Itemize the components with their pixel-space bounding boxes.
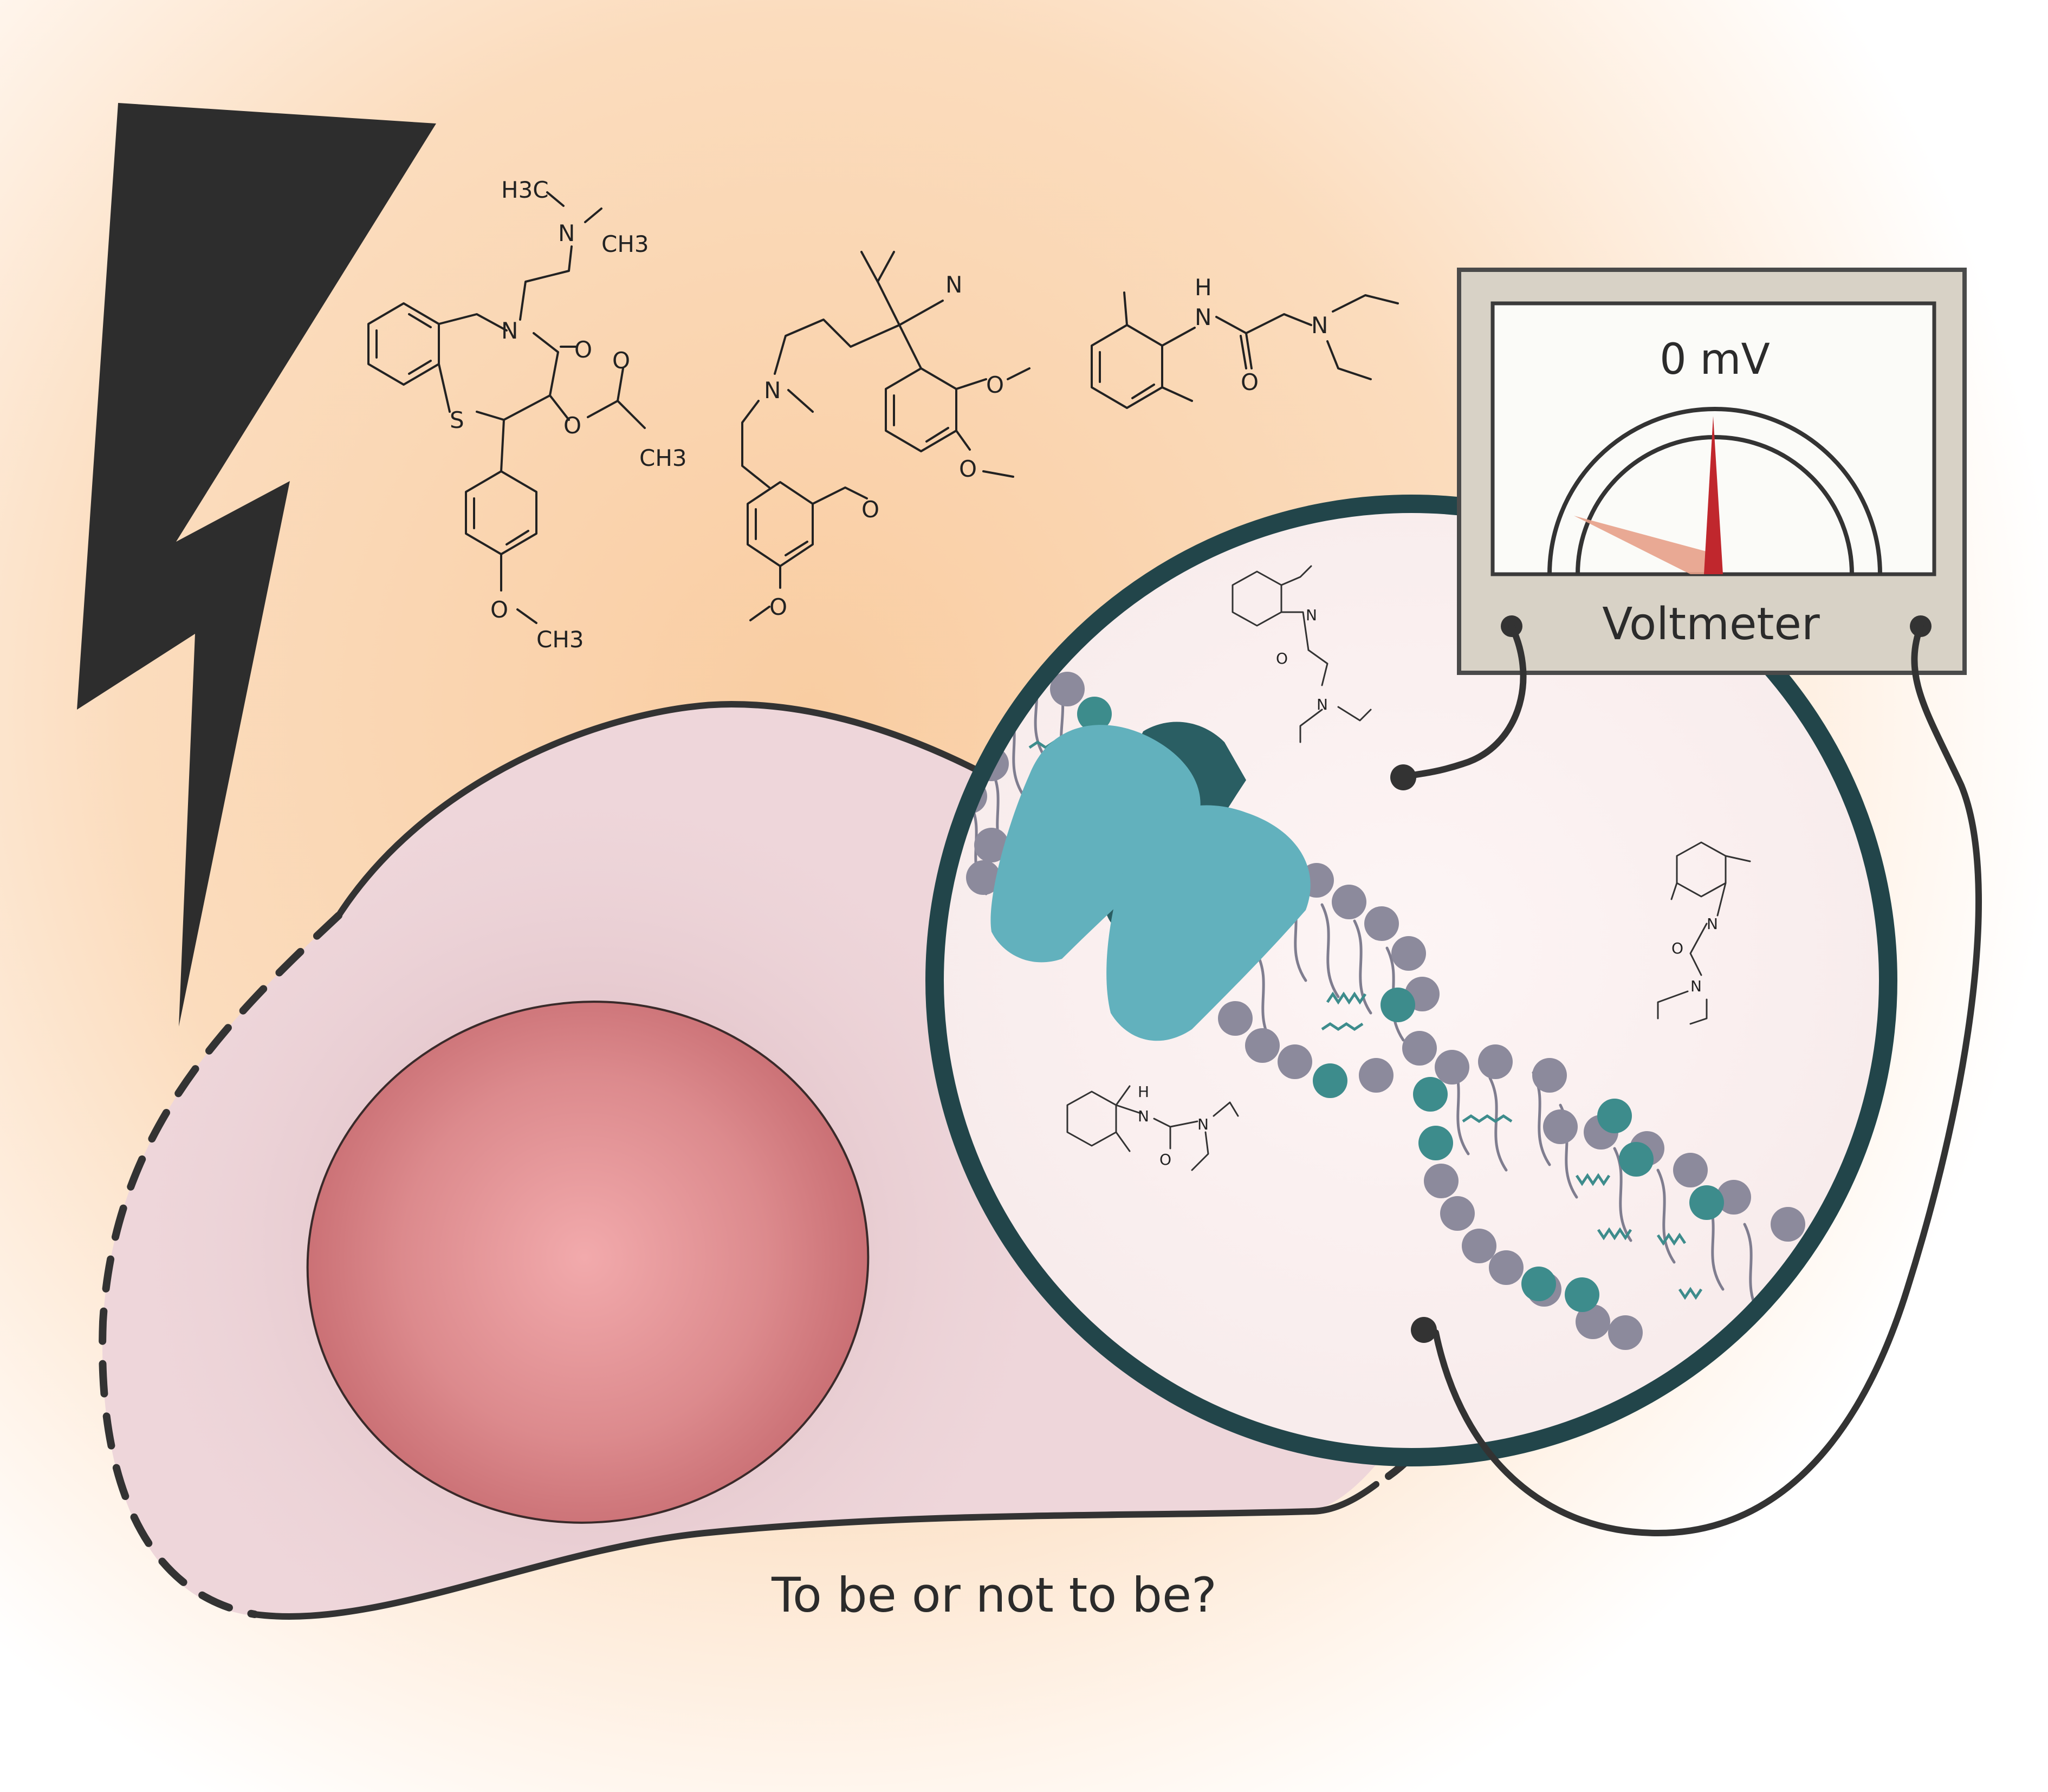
atom-label-small: H [1138, 1083, 1149, 1101]
atom-label: N [945, 271, 962, 298]
wire-left [1397, 623, 1527, 781]
atom-label-small: N [1197, 1115, 1209, 1133]
atom-label-small: O [1276, 650, 1288, 667]
electrode-probe-icon [1390, 764, 1416, 790]
atom-label-small: N [1690, 977, 1702, 995]
atom-label: CH3 [536, 626, 584, 653]
atom-label-small: O [1159, 1151, 1171, 1168]
lipid-bilayer-lower [1413, 1044, 1805, 1350]
atom-label-small: N [1306, 606, 1317, 624]
cell [99, 700, 1445, 1620]
lidocaine-small-1: N O N [1232, 565, 1372, 743]
atom-label: O [1241, 369, 1259, 395]
atom-label: O [574, 336, 592, 363]
atom-label-small: N [1317, 696, 1328, 713]
atom-label: O [986, 372, 1004, 398]
atom-label: CH3 [601, 231, 649, 257]
atom-label: N [1195, 304, 1211, 330]
needle-shadow [1574, 516, 1710, 574]
atom-label-small: N [1138, 1107, 1149, 1125]
wire-right [1433, 623, 1982, 1537]
lightning-bolt-icon [77, 103, 436, 1027]
lidocaine-small-2: N O N [1657, 841, 1751, 1025]
caption: To be or not to be? [771, 1567, 1217, 1623]
voltmeter-label: Voltmeter [1602, 599, 1820, 650]
lidocaine-molecule: H N O N [1091, 274, 1399, 409]
atom-label: H [1195, 274, 1212, 301]
cell-membrane-dashed [99, 912, 342, 1618]
atom-label: N [558, 220, 575, 246]
diltiazem-molecule: H3C N CH3 N O S O O CH3 O CH3 [367, 177, 687, 653]
atom-label: O [861, 496, 879, 523]
lidocaine-small-3: H N O N [1066, 1083, 1239, 1171]
ion-channel-icon [990, 722, 1311, 1041]
zoom-lens-ring [925, 495, 1897, 1466]
atom-label-small: O [1671, 939, 1683, 957]
atom-label-small: N [1707, 915, 1718, 933]
atom-label: O [563, 412, 581, 439]
cell-membrane-solid-bottom [251, 1481, 1379, 1620]
voltmeter-reading: 0 mV [1660, 335, 1770, 384]
atom-label: H3C [501, 177, 549, 203]
voltmeter-icon: 0 mV Voltmeter [1457, 268, 1967, 675]
electrode-wires [1397, 623, 1982, 1537]
atom-label: O [612, 347, 630, 374]
atom-label: N [764, 377, 781, 404]
atom-label: O [490, 596, 508, 623]
electrode-probe-icon [1411, 1317, 1437, 1343]
verapamil-molecule: N N O O O O [741, 251, 1031, 621]
atom-label: CH3 [639, 445, 687, 471]
atom-label: N [501, 317, 518, 344]
needle [1704, 416, 1723, 574]
cell-membrane-solid [335, 700, 978, 919]
atom-label: O [769, 594, 787, 620]
atom-label: N [1311, 312, 1328, 339]
atom-label: S [450, 407, 464, 433]
atom-label: O [959, 456, 977, 482]
nucleus [306, 1001, 870, 1524]
